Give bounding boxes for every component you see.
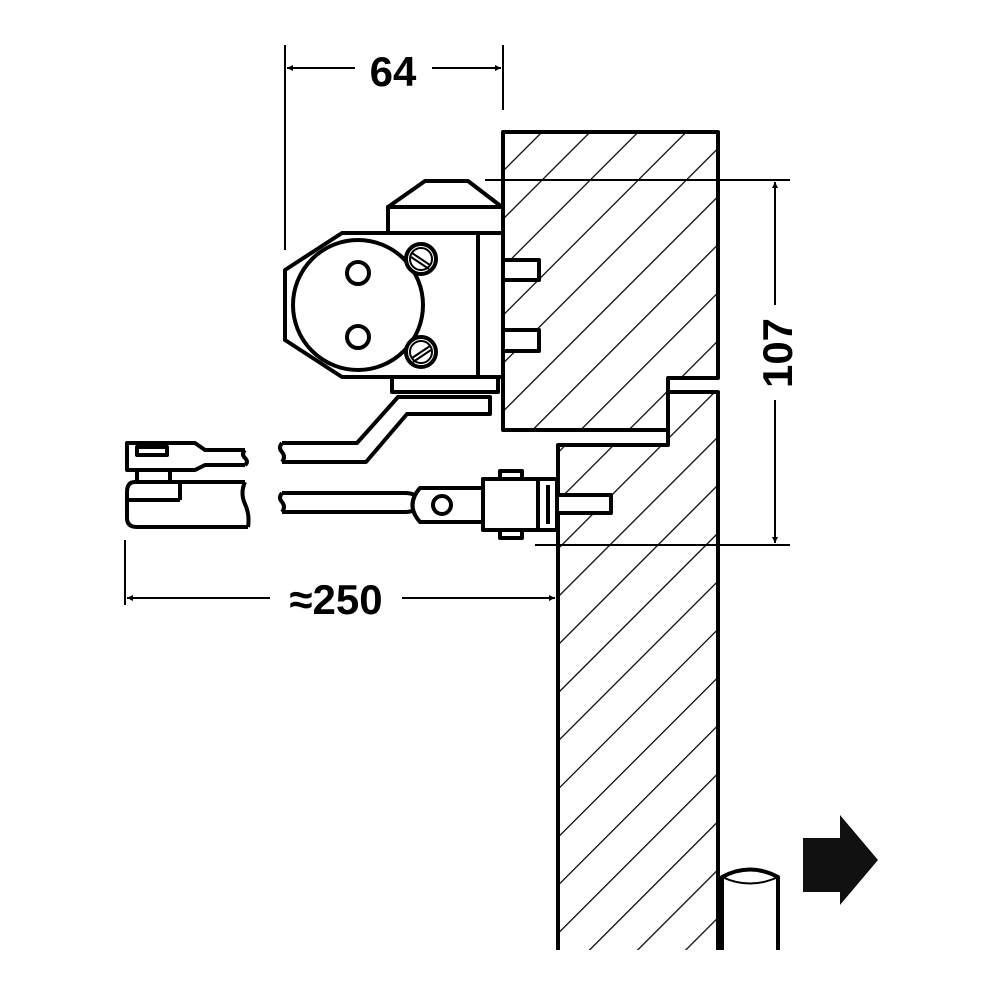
height-label: 107	[754, 318, 801, 388]
dimension-arm-length: ≈250	[124, 540, 555, 623]
door-leaf	[556, 390, 720, 950]
hinge-pin	[720, 867, 780, 950]
screw-icon	[404, 335, 438, 369]
arm-length-label: ≈250	[289, 576, 382, 623]
main-arm	[278, 395, 492, 464]
arm-end-joint	[125, 441, 251, 529]
door-closer-body	[283, 179, 541, 394]
screw-icon	[404, 242, 438, 276]
door-frame	[501, 130, 720, 432]
dimension-width: 64	[284, 45, 504, 250]
width-label: 64	[370, 48, 417, 95]
forearm	[278, 469, 613, 540]
dimension-height: 107	[485, 179, 801, 546]
opening-direction-arrow-icon	[803, 815, 878, 905]
pinion-cap	[291, 238, 425, 372]
